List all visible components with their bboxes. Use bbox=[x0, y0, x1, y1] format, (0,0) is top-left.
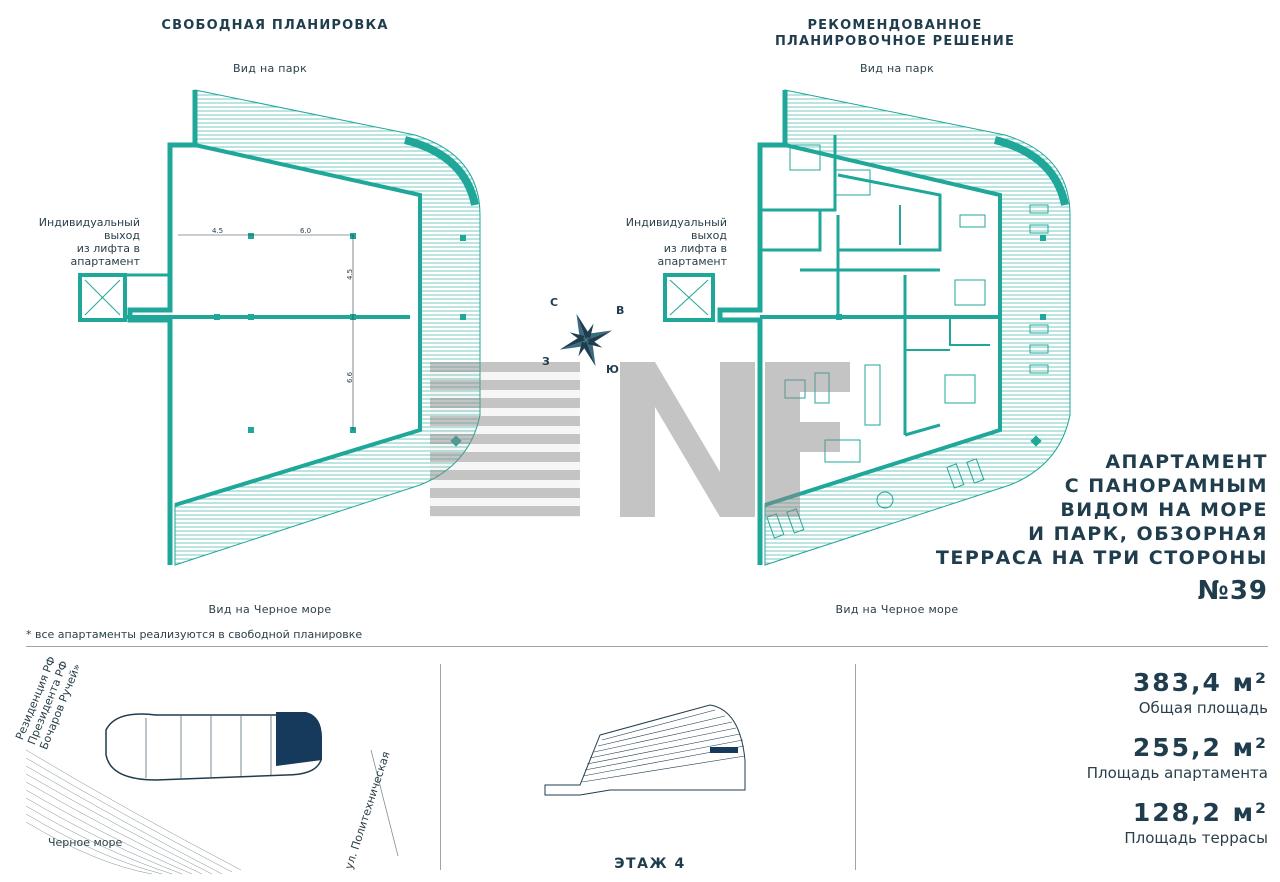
recommended-plan-view-top: Вид на парк bbox=[859, 62, 935, 75]
free-wall-inner bbox=[174, 143, 422, 507]
recommended-plan-drawing bbox=[663, 89, 1071, 566]
free-dim-3: 4.5 bbox=[346, 269, 354, 280]
compass-north: С bbox=[550, 296, 559, 309]
recommended-plan-exit-label: Индивидуальный выход из лифта в апартаме… bbox=[625, 216, 727, 268]
free-plan-drawing: 4.5 6.0 4.5 6.6 bbox=[78, 89, 481, 566]
sea-waves bbox=[26, 749, 242, 875]
divider-right bbox=[855, 664, 856, 870]
floor-outline bbox=[544, 704, 746, 796]
horizontal-divider bbox=[26, 646, 1268, 647]
apartment-highlight bbox=[276, 712, 322, 766]
total-area-label: Общая площадь bbox=[1138, 699, 1268, 717]
apartment-number: №39 bbox=[1197, 576, 1268, 606]
rec-wall-left bbox=[717, 90, 788, 565]
rec-terrace bbox=[764, 89, 1071, 566]
rec-elevator bbox=[663, 273, 715, 322]
apartment-area-label: Площадь апартамента bbox=[1086, 764, 1268, 782]
free-plan-view-top: Вид на парк bbox=[232, 62, 308, 75]
free-wall-corner bbox=[404, 136, 479, 206]
recommended-plan-title: РЕКОМЕНДОВАННОЕ ПЛАНИРОВОЧНОЕ РЕШЕНИЕ bbox=[774, 18, 1016, 49]
site-map bbox=[26, 712, 399, 875]
apartment-area-value: 255,2 м² bbox=[1132, 733, 1268, 762]
rec-bed-2 bbox=[834, 169, 871, 196]
stats-panel: 383,4 м² Общая площадь 255,2 м² Площадь … bbox=[960, 668, 1268, 847]
apartment-headline: АПАРТАМЕНТ С ПАНОРАМНЫМ ВИДОМ НА МОРЕ И … bbox=[935, 451, 1268, 569]
free-plan-title: СВОБОДНАЯ ПЛАНИРОВКА bbox=[161, 18, 389, 33]
compass-east: В bbox=[616, 304, 625, 317]
free-plan-view-bottom: Вид на Черное море bbox=[208, 603, 332, 616]
footnote: * все апартаменты реализуются в свободно… bbox=[26, 628, 363, 641]
street-line bbox=[370, 749, 399, 857]
free-dim-1: 4.5 bbox=[212, 227, 223, 235]
terrace-area-label: Площадь террасы bbox=[1124, 829, 1268, 847]
rec-terrace-table bbox=[876, 491, 894, 509]
watermark-logo bbox=[430, 362, 850, 517]
rec-bed-1 bbox=[789, 144, 821, 171]
compass: С В Ю З bbox=[542, 296, 628, 380]
recommended-plan-view-bottom: Вид на Черное море bbox=[835, 603, 959, 616]
divider-left bbox=[440, 664, 441, 870]
terrace-area-value: 128,2 м² bbox=[1132, 798, 1268, 827]
total-area-value: 383,4 м² bbox=[1132, 668, 1268, 697]
rec-bed-3 bbox=[954, 279, 986, 306]
free-elevator bbox=[78, 273, 127, 322]
rec-kitchen-island bbox=[864, 364, 881, 426]
rec-bed-4 bbox=[944, 374, 976, 404]
floor-label: ЭТАЖ 4 bbox=[614, 856, 686, 872]
compass-west: З bbox=[542, 355, 550, 368]
compass-rose-icon bbox=[559, 313, 613, 367]
sea-label: Черное море bbox=[48, 836, 123, 849]
floor-apartment-highlight bbox=[710, 747, 738, 753]
free-dim-2: 6.0 bbox=[300, 227, 311, 235]
compass-south: Ю bbox=[606, 363, 619, 376]
floor-diagram bbox=[544, 704, 746, 796]
free-wall-left bbox=[127, 90, 198, 565]
free-plan-exit-label: Индивидуальный выход из лифта в апартаме… bbox=[38, 216, 140, 268]
free-dim-4: 6.6 bbox=[346, 371, 354, 383]
